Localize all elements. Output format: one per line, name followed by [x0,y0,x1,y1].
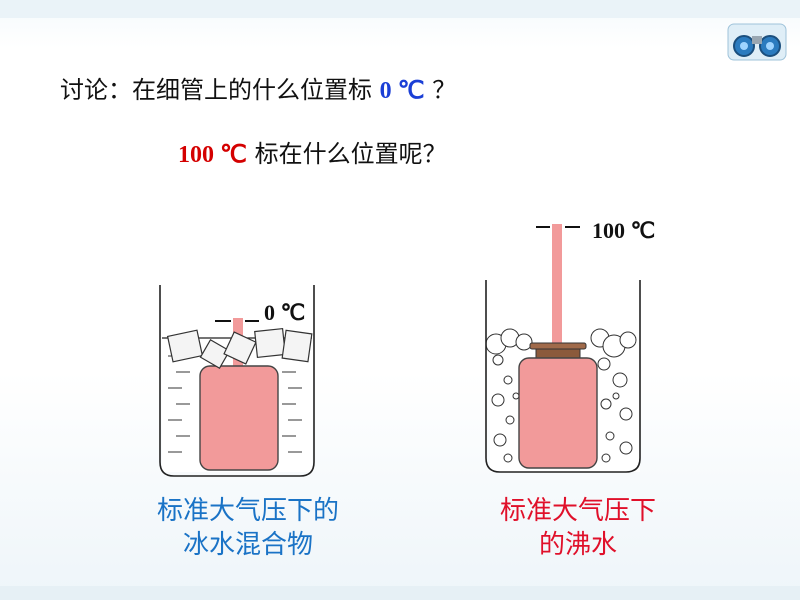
right-caption-line-1: 标准大气压下 [499,496,656,526]
question-line-2-text: 标在什么位置呢？ [254,140,447,168]
question-line-1-text: 讨论：在细管上的什么位置标 [60,76,372,104]
left-bottle [199,365,279,471]
left-caption-line-1: 标准大气压下的 [156,496,339,526]
hundred-degree-value: 100 ℃ [178,142,247,168]
binoculars-icon[interactable] [727,23,787,61]
question-line-1: 讨论：在细管上的什么位置标 0 ℃ ？ [60,70,456,105]
right-bottle [518,357,598,469]
right-capillary-tube [552,224,562,348]
top-band [0,0,800,18]
hundred-degree-label: 100 ℃ [592,218,655,243]
zero-degree-value: 0 ℃ [379,78,425,104]
left-beaker-glass [159,285,315,477]
ice-cube-icon [166,327,313,369]
right-caption: 标准大气压下 的沸水 [448,494,708,562]
zero-degree-label: 0 ℃ [264,300,305,325]
right-caption-line-2: 的沸水 [538,530,617,560]
left-caption: 标准大气压下的 冰水混合物 [118,494,378,562]
bubble-icon [485,328,637,463]
question-line-2: 100 ℃ 标在什么位置呢？ [178,134,447,169]
bottom-band [0,586,800,600]
left-beaker [159,285,315,477]
question-line-1-end: ？ [432,76,457,104]
right-beaker-glass [485,280,641,473]
right-beaker [485,224,641,473]
left-caption-line-2: 冰水混合物 [182,530,313,560]
